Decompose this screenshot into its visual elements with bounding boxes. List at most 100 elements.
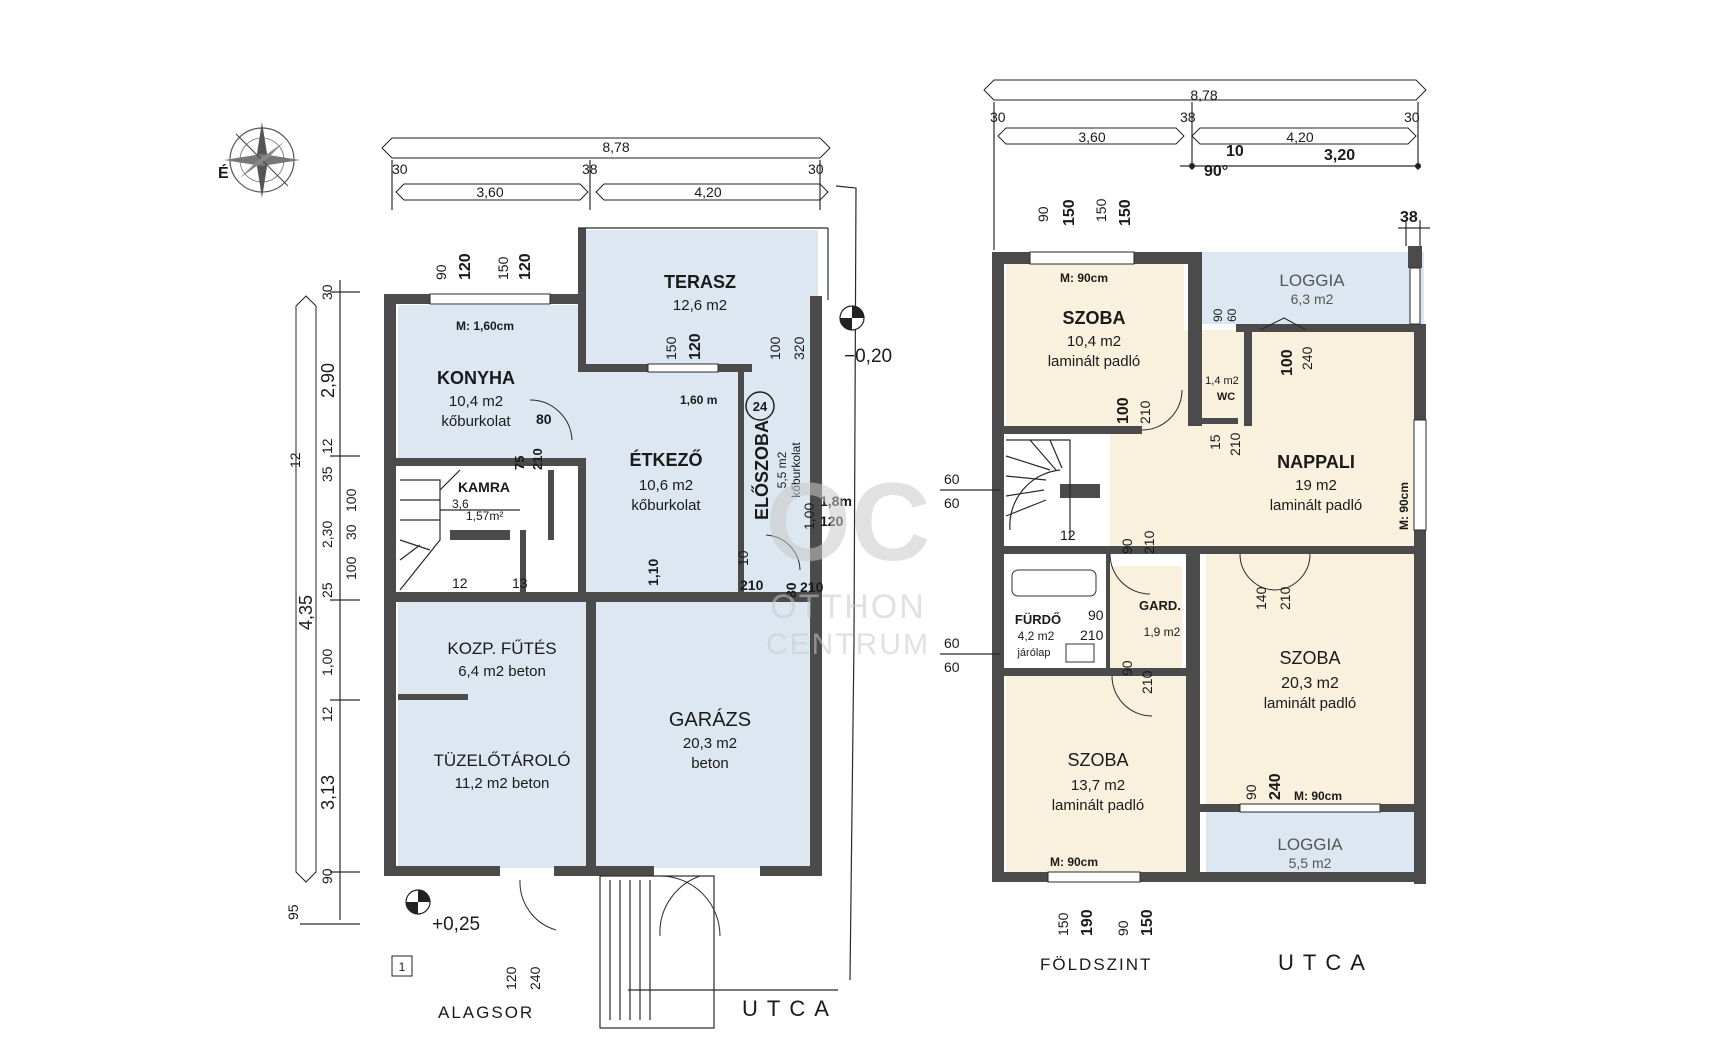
wc-name: WC	[1217, 391, 1235, 403]
loggia2-room	[1206, 812, 1416, 878]
dim-label: 120	[687, 333, 704, 360]
dim-label: 120	[820, 513, 844, 529]
dim-38: 38	[1400, 209, 1418, 226]
terasz-room	[582, 230, 818, 368]
dim-label: 150	[1061, 199, 1078, 226]
dim-label: 90	[1115, 920, 1131, 936]
dim-total: 8,78	[602, 139, 629, 155]
watermark: OC OTTHON CENTRUM	[766, 461, 931, 661]
terasz-name: TERASZ	[664, 272, 736, 292]
dim-left: 12	[319, 438, 335, 454]
wall	[384, 294, 396, 874]
etkezo-window-note: 1,60 m	[680, 393, 717, 407]
wall	[554, 866, 654, 876]
dim-label: 90	[1119, 538, 1135, 554]
dim-left: 95	[285, 904, 301, 920]
eloszoba-room	[742, 368, 818, 594]
szoba3-window	[1047, 871, 1141, 883]
dim-angle: 90°	[1204, 163, 1228, 180]
konyha-window-note: M: 1,60cm	[456, 319, 514, 333]
wall	[992, 546, 1192, 554]
dim-label: 90	[1088, 607, 1104, 623]
nappali-room	[1110, 330, 1416, 546]
dim-label: 240	[1267, 773, 1284, 800]
door-swing	[519, 879, 557, 931]
dim-left: 100	[343, 556, 359, 580]
dim-label: 210	[740, 577, 764, 593]
szoba3-name: SZOBA	[1067, 750, 1128, 770]
dim-label: 210	[1139, 670, 1155, 694]
bathtub	[1011, 569, 1097, 597]
wall	[1186, 546, 1200, 880]
konyha-name: KONYHA	[437, 368, 515, 388]
futes-name: KOZP. FŰTÉS	[447, 639, 556, 658]
dim-span-right: 4,20	[1286, 129, 1313, 145]
elevation-marker	[405, 889, 431, 915]
futes-area: 6,4 m2 beton	[458, 663, 546, 680]
szoba1-window-note: M: 90cm	[1060, 271, 1108, 285]
dim-label: 150	[1117, 199, 1134, 226]
dim-label: 210	[1277, 586, 1293, 610]
loggia1-area: 6,3 m2	[1291, 291, 1334, 307]
wall	[384, 866, 500, 876]
szoba2-floor: laminált padló	[1264, 695, 1357, 712]
gard-name: GARD.	[1139, 598, 1181, 613]
dim-label: 90	[1035, 206, 1051, 222]
dim-label: 15	[1207, 434, 1223, 450]
dim-label: 10	[735, 550, 751, 566]
dim-label: 100	[1279, 349, 1296, 376]
dim-label: 100	[1115, 397, 1132, 424]
stair-step: 12	[1060, 527, 1076, 543]
wall	[992, 668, 1188, 676]
dim-320: 3,20	[1324, 147, 1355, 164]
dim-label: 210	[800, 579, 824, 595]
basement-street: UTCA	[742, 996, 838, 1021]
dim-label: 210	[530, 448, 545, 470]
dim-total: 8,78	[1190, 87, 1217, 103]
stair-step: 13	[512, 575, 528, 591]
dim-label: 60	[1225, 308, 1239, 322]
dim-label: 90	[1211, 308, 1225, 322]
elevation-low: +0,25	[432, 914, 480, 935]
wc-area: 1,4 m2	[1205, 375, 1239, 387]
door-swing	[1273, 553, 1311, 591]
kamra-name: KAMRA	[458, 479, 510, 495]
eloszoba-floor: kőburkolat	[789, 442, 803, 498]
furdo-name: FÜRDŐ	[1015, 612, 1061, 627]
loggia2-name: LOGGIA	[1277, 835, 1343, 854]
door-swing	[659, 875, 701, 937]
dim-wall-mid: 38	[582, 161, 598, 177]
wall	[520, 530, 526, 592]
etkezo-area: 10,6 m2	[639, 477, 693, 494]
wall	[1408, 246, 1422, 268]
door-swing	[529, 399, 573, 441]
garazs-floor: beton	[691, 755, 729, 772]
wall	[586, 600, 596, 872]
gard-area: 1,9 m2	[1144, 625, 1181, 639]
wall	[718, 364, 752, 372]
wall	[1414, 324, 1426, 884]
ground-label: FÖLDSZINT	[1040, 955, 1152, 974]
dim-wall-left: 30	[392, 161, 408, 177]
dim-label: 1,00	[801, 503, 817, 530]
wall	[1200, 546, 1426, 554]
dim-left: 4,35	[296, 595, 316, 630]
door-swing	[1111, 675, 1153, 717]
dim-label: 320	[791, 336, 807, 360]
dim-label: 240	[1299, 346, 1315, 370]
konyha-window	[429, 293, 551, 305]
furdo-floor: járólap	[1016, 647, 1050, 659]
dim-span-left: 3,60	[476, 184, 503, 200]
nappali-window	[1413, 419, 1427, 531]
szoba2-name: SZOBA	[1279, 648, 1340, 668]
dim-label: 1,8m	[820, 493, 852, 509]
szoba3-window-note: M: 90cm	[1050, 855, 1098, 869]
nappali-area: 19 m2	[1295, 477, 1337, 494]
elevation-high: −0,20	[844, 346, 892, 367]
wall	[992, 426, 1142, 434]
etkezo-room	[582, 368, 742, 594]
dim-label: 75	[512, 456, 527, 470]
szoba1-floor: laminált padló	[1048, 353, 1141, 370]
